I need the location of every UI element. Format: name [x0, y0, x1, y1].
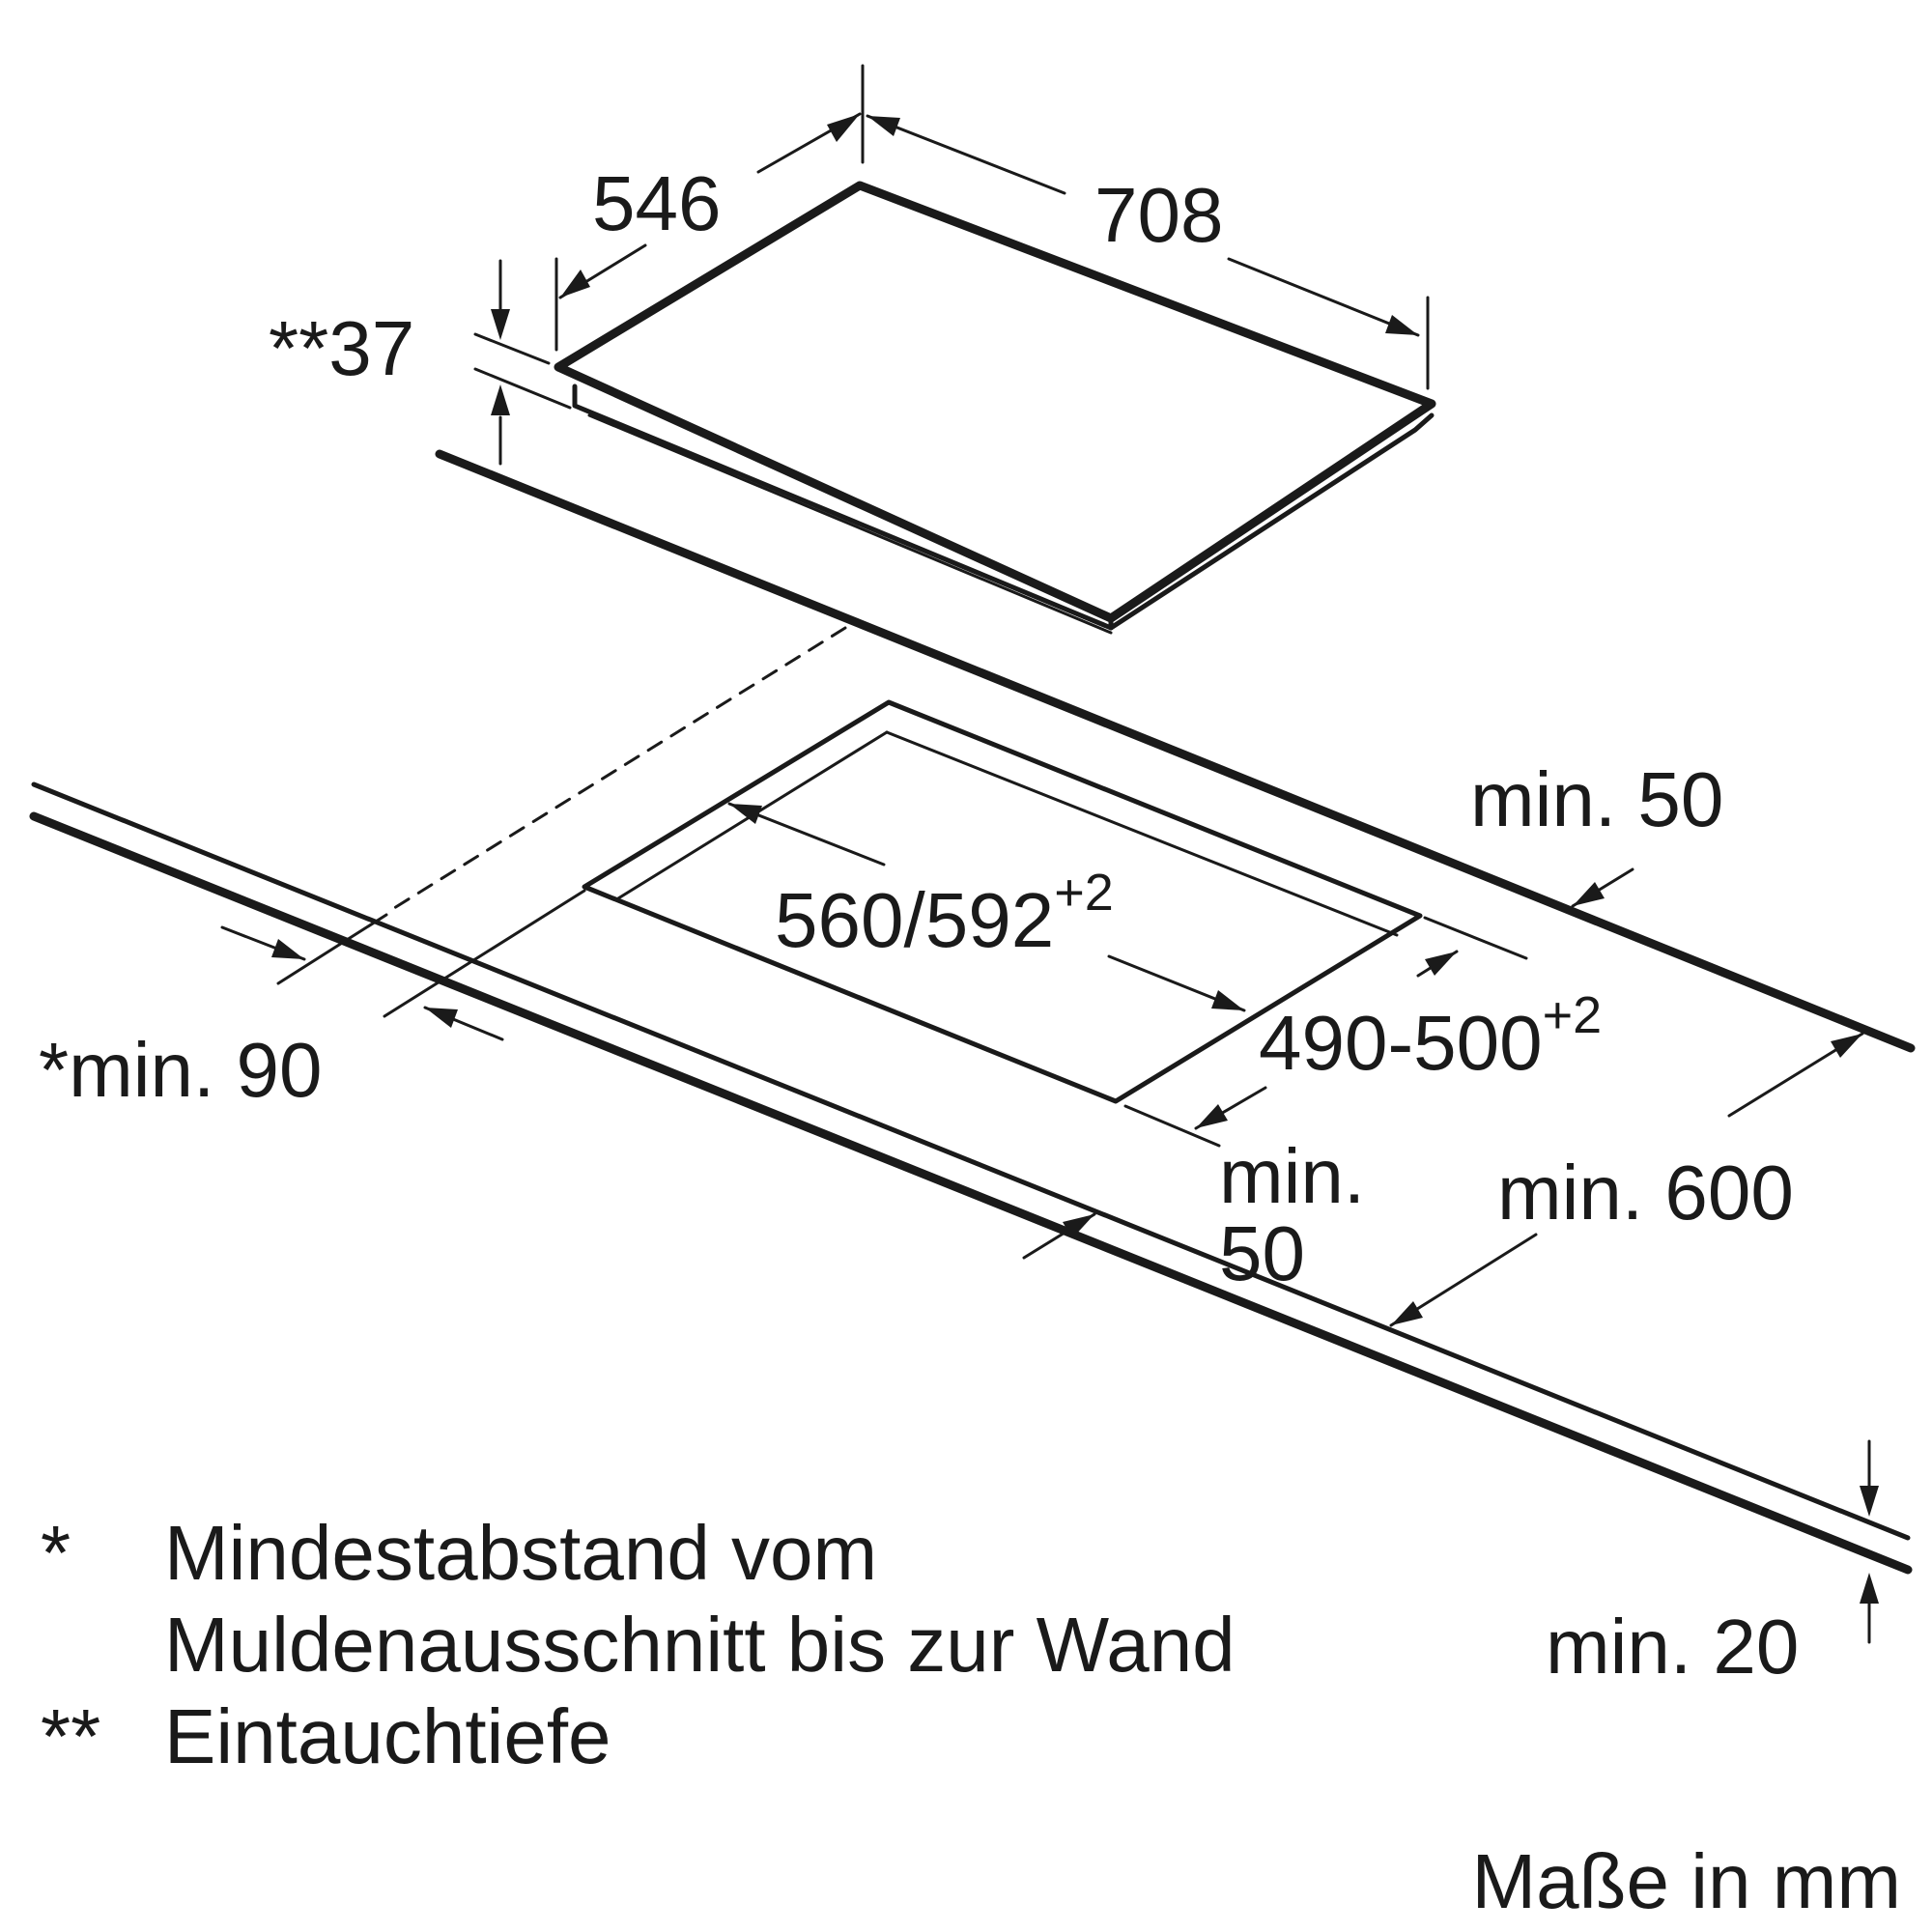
arrow-546-right	[827, 114, 860, 142]
dim-line-708-b	[1227, 257, 1420, 337]
label-back-clearance: min. 50	[1470, 756, 1723, 842]
label-cutout-width-value: 560/592	[775, 877, 1054, 963]
worktop-front-top-edge	[31, 781, 1911, 1541]
units-note: Maße in mm	[1472, 1838, 1902, 1924]
dim-546: 546	[554, 64, 865, 352]
dim-line-708-a	[866, 114, 1066, 195]
note-2-marker: **	[41, 1693, 100, 1779]
hob-body-front	[572, 384, 1114, 631]
hob-body-bottom-edge	[587, 413, 1113, 635]
ext-line-side-left	[276, 913, 388, 985]
worktop-back-edge	[435, 449, 1916, 1053]
label-worktop-depth: min. 600	[1497, 1150, 1794, 1236]
dim-side-clearance: *min. 90	[39, 889, 586, 1113]
note-1-line-2: Muldenausschnitt bis zur Wand	[164, 1602, 1236, 1688]
arrow-cutout-depth-top	[1425, 952, 1457, 976]
label-hob-width: 708	[1094, 172, 1223, 258]
arrow-37-down	[491, 309, 510, 340]
note-1-marker: *	[41, 1510, 71, 1596]
ext-line-cutout-depth-bottom	[1123, 1104, 1221, 1148]
arrow-front-clearance	[1063, 1214, 1094, 1238]
label-cutout-width-tolerance: +2	[1054, 864, 1114, 922]
ext-line-cutout-width-right	[1423, 916, 1528, 960]
worktop-left-hidden-edge	[384, 626, 847, 915]
arrow-708-left	[867, 116, 900, 136]
arrow-side-a	[271, 939, 304, 959]
dim-worktop-thickness: min. 20	[1546, 1439, 1879, 1690]
label-worktop-thickness: min. 20	[1546, 1604, 1799, 1690]
arrow-cutout-width-left	[729, 804, 762, 824]
worktop	[29, 449, 1916, 1575]
label-hob-depth: 546	[592, 160, 721, 246]
arrow-cutout-width-right	[1211, 990, 1244, 1010]
cutout-inner-back-edge	[885, 730, 1399, 937]
arrow-worktop-depth-front	[1391, 1301, 1423, 1325]
arrow-708-right	[1385, 315, 1418, 335]
arrow-37-up	[491, 384, 510, 415]
dim-cutout-width: 560/592+2	[727, 802, 1528, 1012]
hob-body-right	[1108, 412, 1435, 631]
dim-37: **37	[269, 259, 572, 466]
label-immersion-depth: **37	[269, 305, 414, 391]
label-front-clearance-line2: 50	[1219, 1210, 1305, 1296]
ext-line-side-right	[383, 889, 586, 1018]
dim-cutout-depth: 490-500+2	[1123, 950, 1602, 1148]
arrow-worktop-depth-back	[1831, 1034, 1862, 1058]
dim-708: 708	[866, 114, 1430, 390]
footnotes: * Mindestabstand vom Muldenausschnitt bi…	[41, 1510, 1236, 1779]
arrow-cutout-depth-bottom	[1196, 1104, 1228, 1128]
note-1-line-1: Mindestabstand vom	[164, 1510, 877, 1596]
label-side-clearance: *min. 90	[39, 1027, 322, 1113]
arrow-side-b	[425, 1008, 458, 1028]
arrow-thickness-up	[1860, 1573, 1879, 1604]
label-front-clearance-line1: min.	[1219, 1133, 1365, 1219]
ext-line-37-bottom	[473, 367, 572, 410]
label-cutout-depth-value: 490-500	[1259, 1000, 1543, 1086]
arrow-thickness-down	[1860, 1486, 1879, 1517]
label-cutout-width: 560/592+2	[775, 864, 1114, 963]
dim-front-clearance: min. 50	[1022, 1133, 1365, 1296]
arrow-back-clearance	[1573, 882, 1605, 906]
ext-line-37-top	[473, 332, 551, 365]
dim-back-clearance: min. 50	[1470, 756, 1723, 908]
note-2-line-1: Eintauchtiefe	[164, 1693, 611, 1779]
hob	[554, 181, 1436, 635]
label-cutout-depth: 490-500+2	[1259, 986, 1602, 1086]
arrow-546-left	[560, 270, 590, 298]
label-cutout-depth-tolerance: +2	[1543, 986, 1603, 1044]
dim-worktop-depth: min. 600	[1389, 1032, 1864, 1327]
cutout-outer-outline	[582, 699, 1423, 1104]
